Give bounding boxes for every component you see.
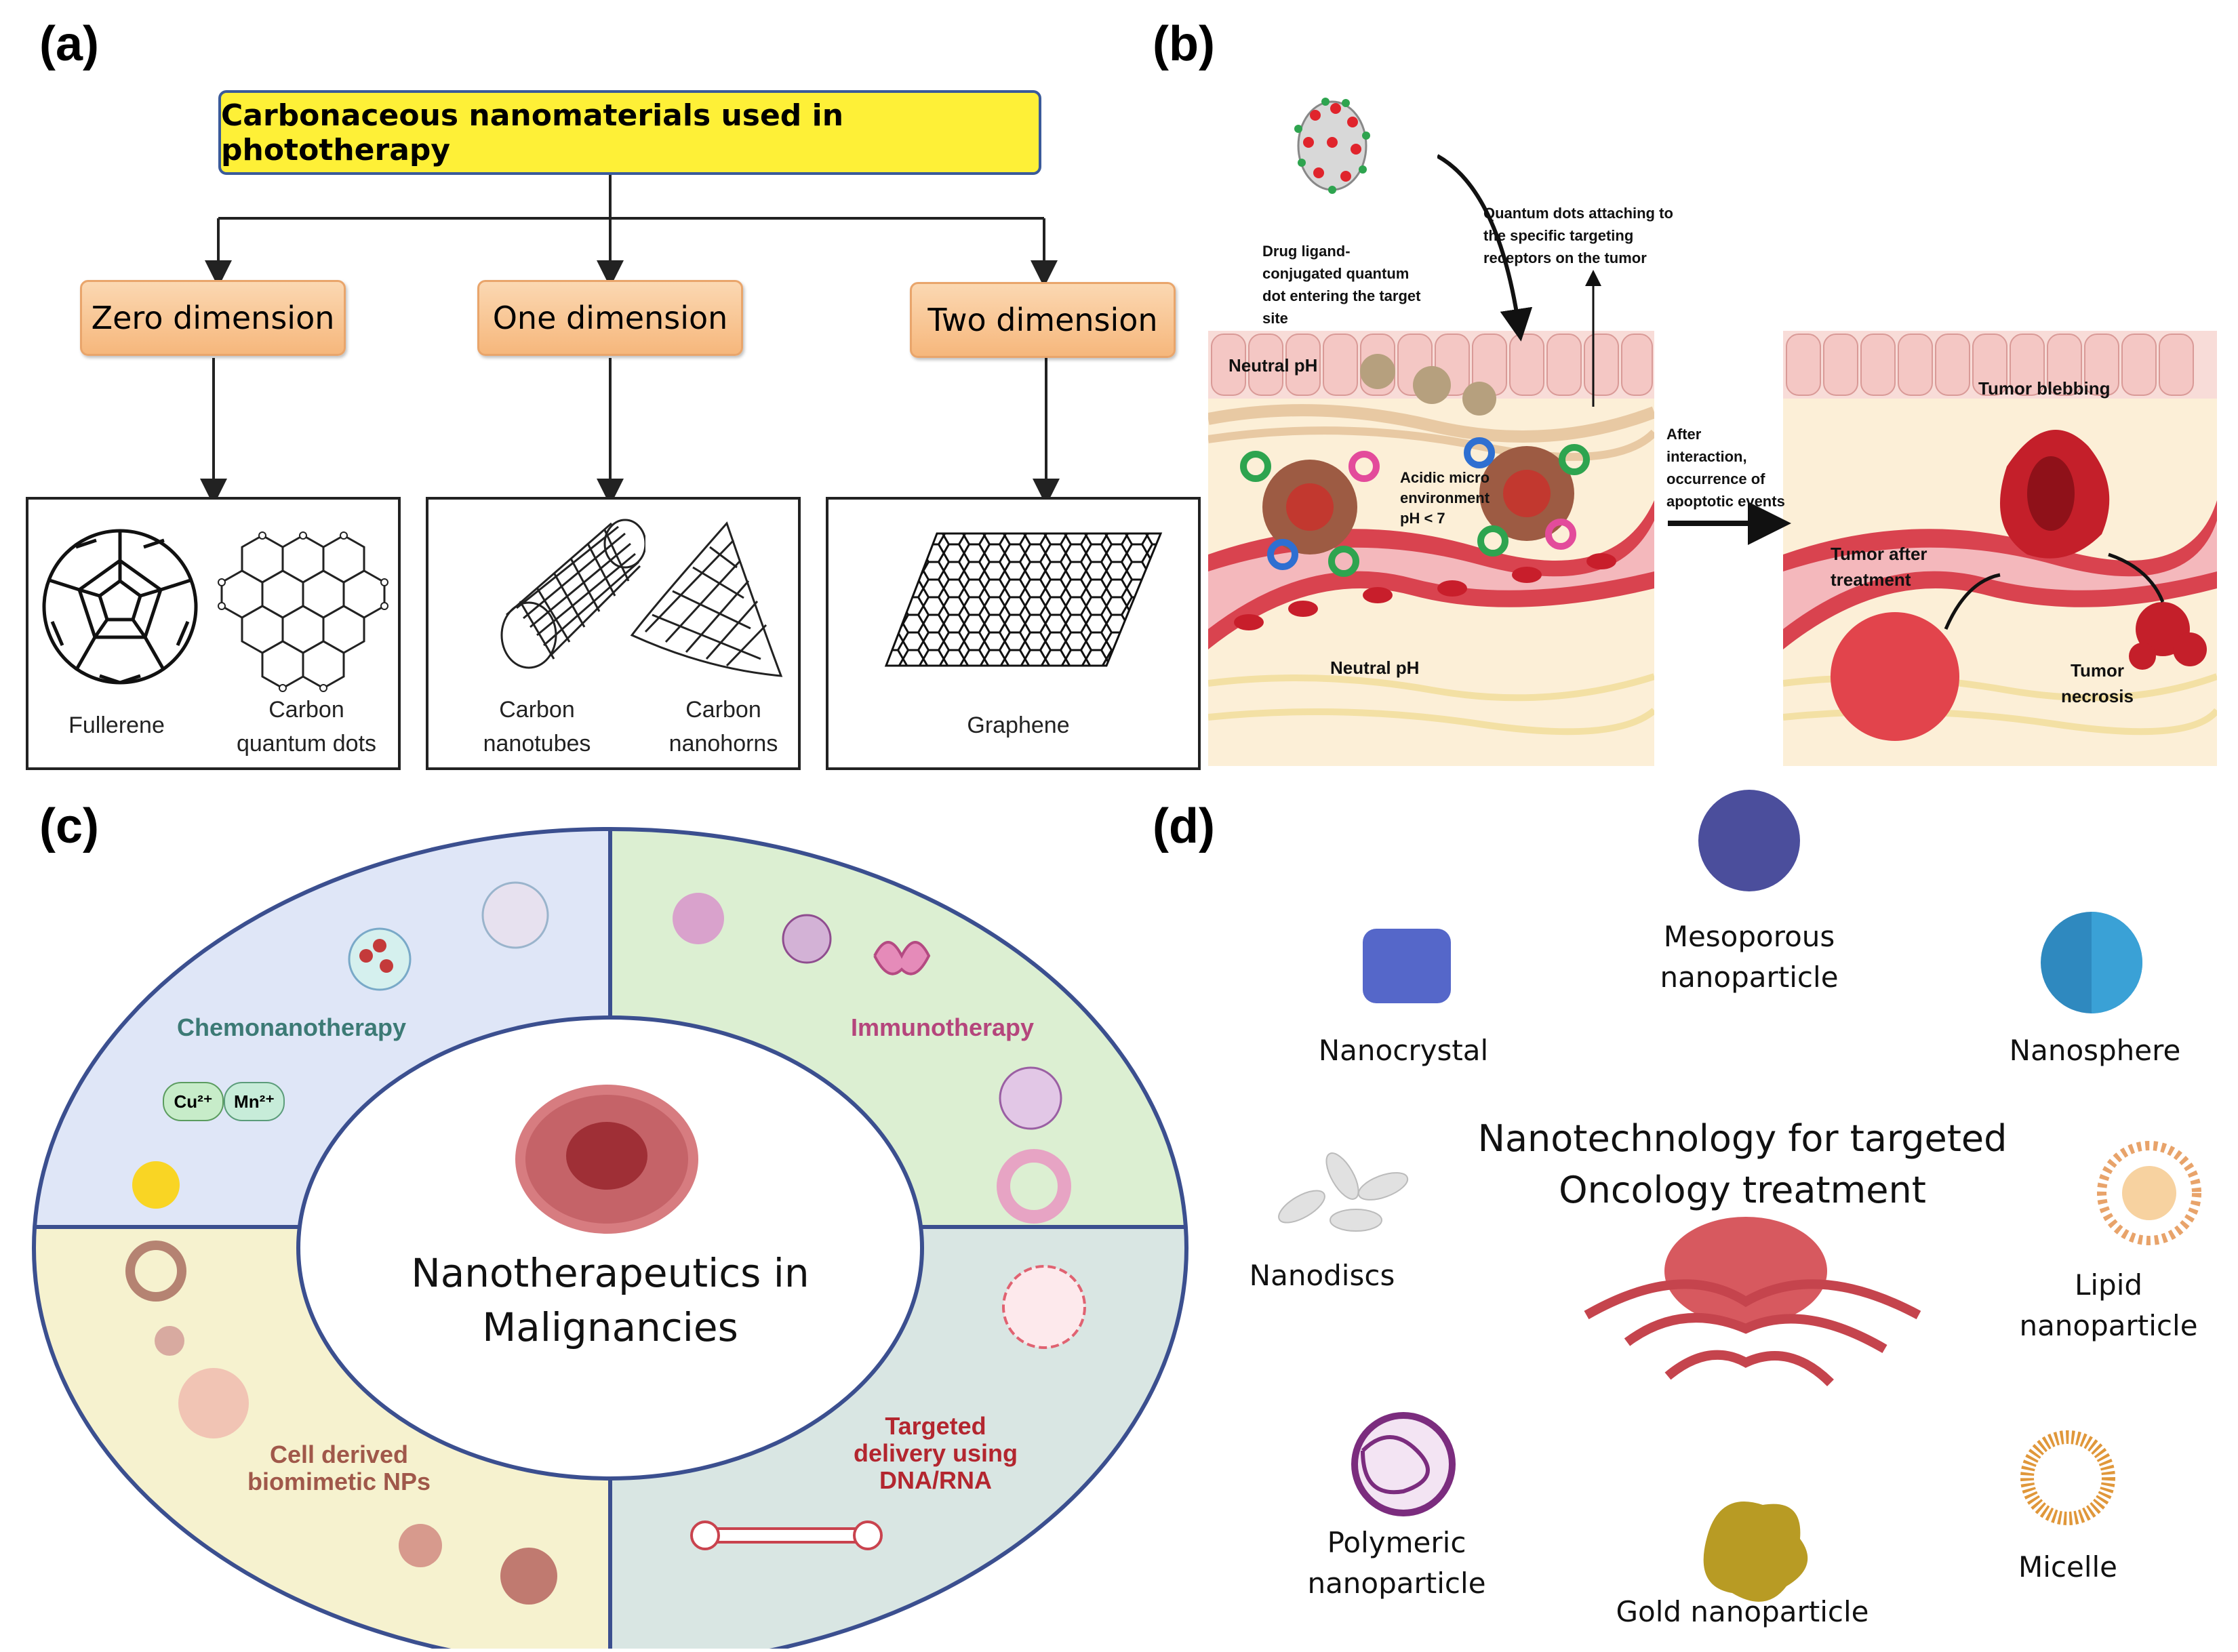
drug-ligand-label: Drug ligand-conjugated quantum dot enter… <box>1262 243 1421 327</box>
mn-ion-badge: Mn²⁺ <box>224 1082 285 1121</box>
nanodiscs-label: Nanodiscs <box>1249 1259 1395 1292</box>
panel-c-letter: (c) <box>39 799 99 853</box>
zero-dimension-materials: Fullerene Carbon quantum dots <box>26 497 401 770</box>
tumor-tissue-illustration <box>1208 331 1654 766</box>
fullerene-icon <box>42 529 198 685</box>
phototherapy-title-box: Carbonaceous nanomaterials used in photo… <box>218 90 1041 175</box>
carbon-nanohorns-label: Carbon nanohorns <box>668 697 778 757</box>
tumor-after-treatment-illustration <box>1783 331 2217 766</box>
graphene-label: Graphene <box>967 712 1070 738</box>
graphene-icon <box>884 532 1163 667</box>
carbon-quantum-dots-icon <box>218 531 388 692</box>
panel-d-letter: (d) <box>1153 799 1215 853</box>
phototherapy-title: Carbonaceous nanomaterials used in photo… <box>221 98 844 167</box>
carbon-nanohorn-icon <box>630 521 783 677</box>
quantum-dot-cluster-icon <box>1294 98 1370 194</box>
two-dimension-box: Two dimension <box>910 282 1176 358</box>
chemonanotherapy-label: Chemonanotherapy <box>176 1013 407 1041</box>
panel-b-arrows <box>1437 154 1791 545</box>
nanocrystal-label: Nanocrystal <box>1318 1034 1489 1067</box>
micelle-label: Micelle <box>2018 1550 2117 1584</box>
neutral-ph-bottom-label: Neutral pH <box>1330 658 1420 678</box>
nanoparticle-types-illustration <box>1278 790 2201 1602</box>
nanotherapeutics-wheel <box>32 827 1188 1649</box>
two-dimension-label: Two dimension <box>927 302 1158 338</box>
gold-nanoparticle-label: Gold nanoparticle <box>1616 1595 1869 1628</box>
zero-dimension-box: Zero dimension <box>80 280 346 356</box>
carbon-nanotubes-label: Carbon nanotubes <box>483 697 591 757</box>
neutral-ph-top-label: Neutral pH <box>1228 355 1318 376</box>
one-dimension-box: One dimension <box>477 280 743 356</box>
immunotherapy-label: Immunotherapy <box>850 1013 1035 1041</box>
panel-a-letter: (a) <box>39 17 99 71</box>
two-dimension-materials: Graphene <box>826 497 1201 770</box>
cu-ion-badge: Cu²⁺ <box>163 1082 224 1121</box>
one-dimension-label: One dimension <box>492 300 728 336</box>
panel-b-letter: (b) <box>1153 17 1215 71</box>
nanosphere-label: Nanosphere <box>2009 1034 2181 1067</box>
fullerene-label: Fullerene <box>68 712 165 738</box>
one-dimension-materials: Carbon nanotubes Carbon nanohorns <box>426 497 801 770</box>
zero-dimension-label: Zero dimension <box>91 300 335 336</box>
panel-a-connectors <box>200 175 1060 506</box>
carbon-nanotube-icon <box>500 519 645 669</box>
carbon-quantum-dots-label: Carbon quantum dots <box>236 697 377 757</box>
tumor-blebbing-label: Tumor blebbing <box>1978 378 2111 399</box>
